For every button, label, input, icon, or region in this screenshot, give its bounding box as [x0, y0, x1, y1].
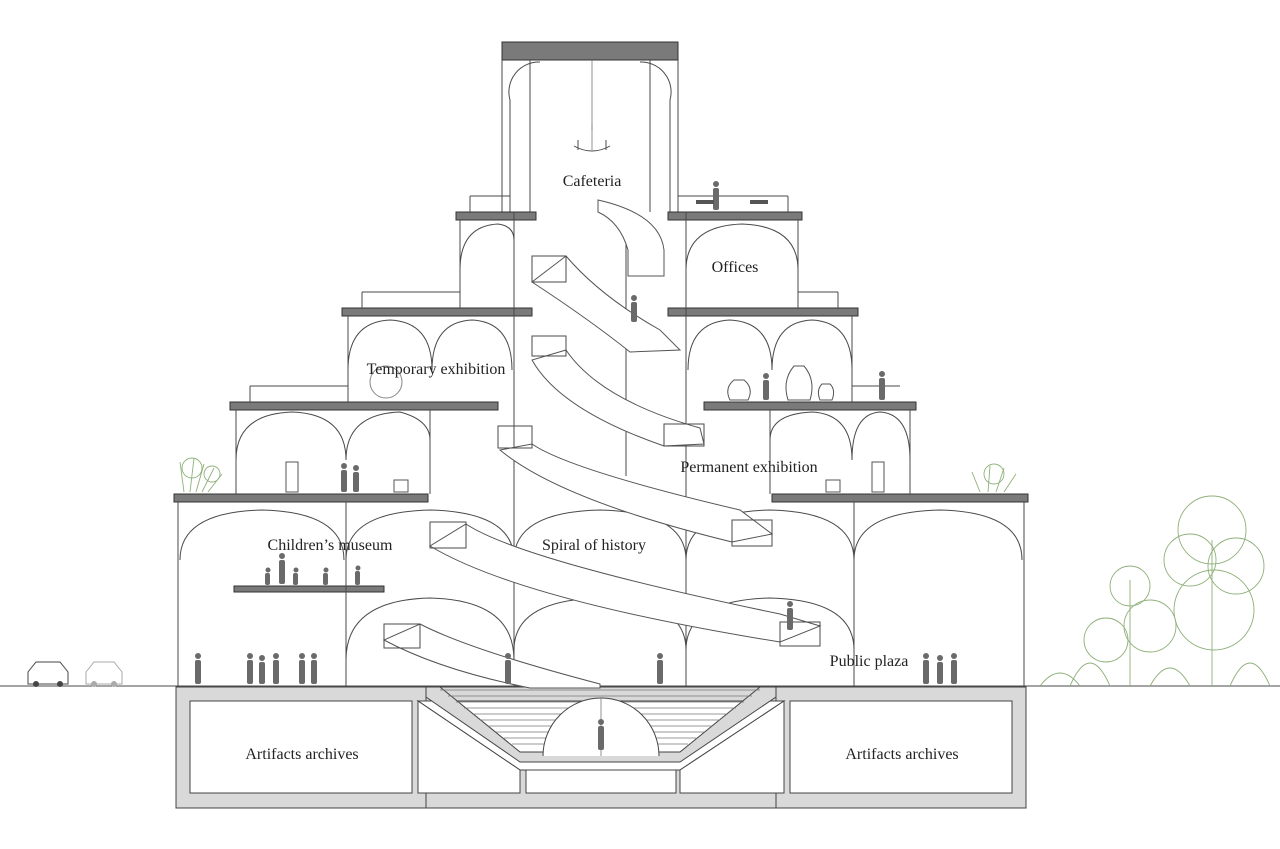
- label-childrens-museum: Children’s museum: [268, 537, 393, 554]
- person-icon: [311, 653, 317, 684]
- person-icon: [353, 465, 359, 492]
- person-icon: [299, 653, 305, 684]
- person-icon: [937, 655, 943, 684]
- label-permanent-exhibition: Permanent exhibition: [680, 459, 817, 476]
- exhibit-objects: [285, 200, 885, 493]
- person-icon: [273, 653, 279, 684]
- label-temporary-exhibition: Temporary exhibition: [367, 361, 506, 378]
- archive-room-right: [789, 700, 1013, 794]
- person-icon: [293, 567, 299, 585]
- person-icon: [323, 567, 329, 585]
- tower: [501, 41, 679, 212]
- vegetation: [179, 457, 1271, 687]
- person-icon: [923, 653, 929, 684]
- person-icon: [763, 373, 769, 400]
- label-offices: Offices: [712, 259, 759, 276]
- people-figures: [195, 181, 957, 750]
- person-icon: [355, 565, 361, 585]
- person-icon: [879, 371, 885, 400]
- person-icon: [631, 295, 637, 322]
- archive-room-left: [189, 700, 413, 794]
- person-icon: [657, 653, 663, 684]
- car-icon: [85, 661, 123, 687]
- structure-lines: [177, 195, 1025, 686]
- car-icon: [27, 661, 69, 687]
- label-public-plaza: Public plaza: [830, 653, 909, 670]
- room-labels: Cafeteria Offices Temporary exhibition P…: [245, 173, 958, 763]
- person-icon: [279, 553, 285, 584]
- person-icon: [341, 463, 347, 492]
- planter-left-icon: [179, 457, 223, 493]
- spiral-ramps: [382, 199, 822, 689]
- label-artifacts-archives-left: Artifacts archives: [245, 746, 358, 763]
- label-artifacts-archives-right: Artifacts archives: [845, 746, 958, 763]
- person-icon: [787, 601, 793, 630]
- label-spiral-of-history: Spiral of history: [542, 537, 646, 554]
- person-icon: [505, 653, 511, 684]
- person-icon: [265, 567, 271, 585]
- chandelier-icon: [573, 125, 611, 152]
- person-icon: [713, 181, 719, 210]
- floor-slabs: [173, 211, 1029, 593]
- label-cafeteria: Cafeteria: [563, 173, 622, 190]
- person-icon: [247, 653, 253, 684]
- person-icon: [259, 655, 265, 684]
- planter-right-icon: [971, 463, 1017, 493]
- person-icon: [598, 719, 604, 750]
- person-icon: [195, 653, 201, 684]
- trees-right-icon: [1039, 495, 1271, 687]
- person-icon: [951, 653, 957, 684]
